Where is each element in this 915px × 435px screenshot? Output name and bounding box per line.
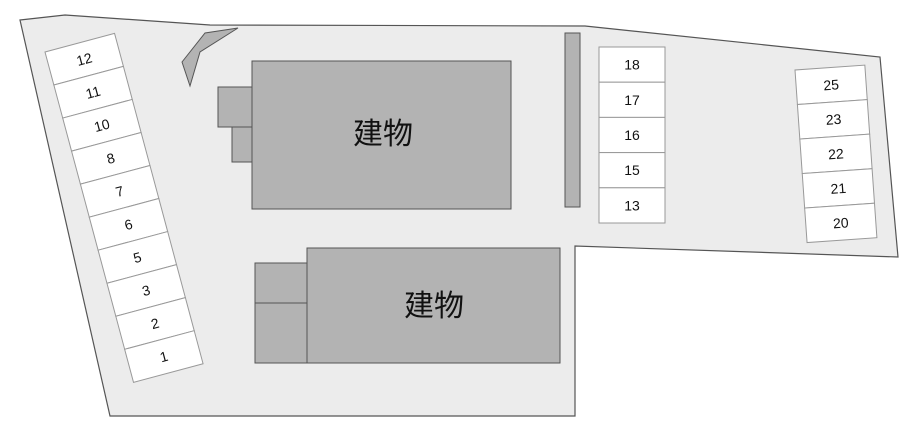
parking-slot-number: 15	[624, 162, 640, 178]
building-bottom: 建物	[254, 247, 561, 364]
parking-slot-number: 16	[624, 127, 640, 143]
parking-slot-number: 25	[823, 76, 840, 93]
parking-slot[interactable]: 16	[598, 116, 666, 154]
parking-slot[interactable]: 15	[598, 152, 666, 189]
parking-slot-number: 13	[624, 197, 640, 213]
parking-slot[interactable]: 21	[801, 168, 876, 209]
parking-slot[interactable]: 25	[794, 64, 868, 106]
building-top: 建物	[217, 60, 512, 210]
parking-slot[interactable]: 13	[598, 187, 666, 224]
parking-slot-number: 21	[830, 180, 847, 197]
parking-slot[interactable]: 20	[804, 202, 878, 244]
parking-slot-number: 3	[140, 282, 152, 300]
parking-slot[interactable]: 23	[796, 99, 871, 140]
parking-slot-number: 18	[624, 57, 640, 73]
parking-slot-number: 7	[114, 183, 126, 201]
parking-slot-number: 23	[825, 111, 842, 128]
parking-slot[interactable]: 18	[598, 46, 666, 83]
building-bottom-label: 建物	[404, 290, 464, 323]
parking-slot-number: 17	[624, 92, 640, 108]
parking-slot-number: 6	[123, 216, 135, 234]
parking-slot[interactable]: 22	[799, 133, 873, 175]
parking-slot-number: 5	[131, 249, 143, 267]
parking-slot-box	[804, 202, 878, 244]
building-top-annex-1	[217, 86, 254, 128]
parking-slot-number: 8	[105, 150, 117, 168]
slots-right-rotated: 25 23 22 21 20	[794, 64, 878, 244]
parking-slot[interactable]: 1	[124, 330, 204, 383]
parking-slot-box	[598, 187, 666, 224]
building-bottom-annex-top	[254, 262, 308, 304]
slots-center-rotated: 18 17 16 15 13	[598, 46, 666, 224]
parking-slot[interactable]: 17	[598, 81, 666, 118]
parking-slot-box	[598, 46, 666, 83]
building-top-main	[251, 60, 512, 210]
parking-slot-number: 12	[75, 49, 94, 69]
parking-row-right: 25 23 22 21 20	[794, 64, 878, 244]
building-top-label: 建物	[353, 118, 413, 151]
building-top-annex-2	[231, 126, 254, 163]
parking-slot-box	[598, 81, 666, 118]
parking-slot-number: 20	[832, 214, 849, 231]
building-bottom-annex-bottom	[254, 302, 308, 364]
divider-strip	[564, 32, 581, 208]
slots-left-rotated: 12 11 10 8 7 6 5 3 2 1	[44, 32, 204, 383]
parking-slot-number: 11	[84, 83, 102, 102]
parking-slot-number: 22	[828, 145, 845, 162]
parking-row-center: 18 17 16 15 13	[598, 46, 666, 224]
parking-slot-number: 1	[158, 348, 170, 366]
entrance-marker	[181, 27, 239, 88]
parking-slot-number: 10	[92, 115, 111, 135]
building-bottom-main	[306, 247, 561, 364]
parking-row-left: 12 11 10 8 7 6 5 3 2 1	[44, 32, 204, 383]
parking-slot-box	[124, 330, 204, 383]
parking-slot-number: 2	[149, 315, 161, 333]
parking-slot-box	[598, 152, 666, 189]
